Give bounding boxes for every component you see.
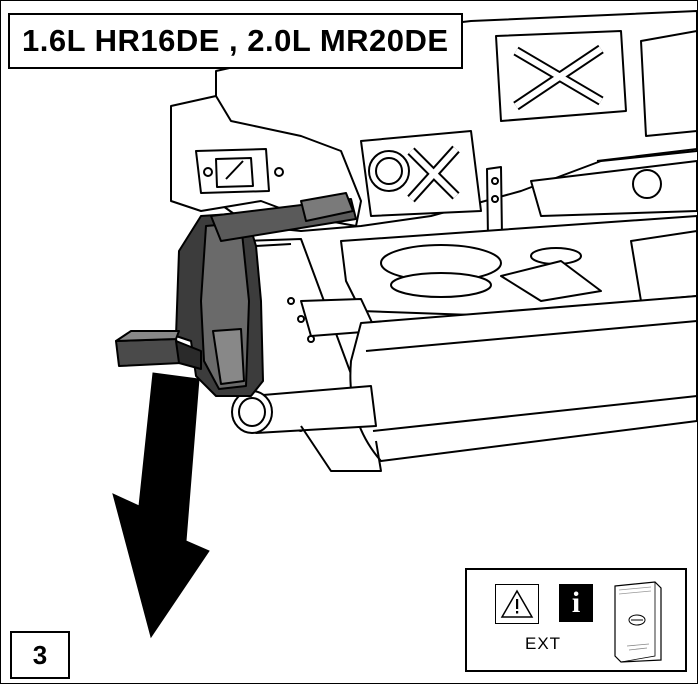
removal-direction-arrow <box>112 372 210 639</box>
service-manual-icon <box>611 580 667 664</box>
info-icon: i <box>559 584 593 622</box>
engine-title: 1.6L HR16DE , 2.0L MR20DE <box>8 13 463 69</box>
reference-info-panel: i EXT <box>465 568 687 672</box>
step-number: 3 <box>10 631 70 679</box>
ext-label: EXT <box>525 634 562 653</box>
warning-triangle-icon <box>495 584 539 624</box>
